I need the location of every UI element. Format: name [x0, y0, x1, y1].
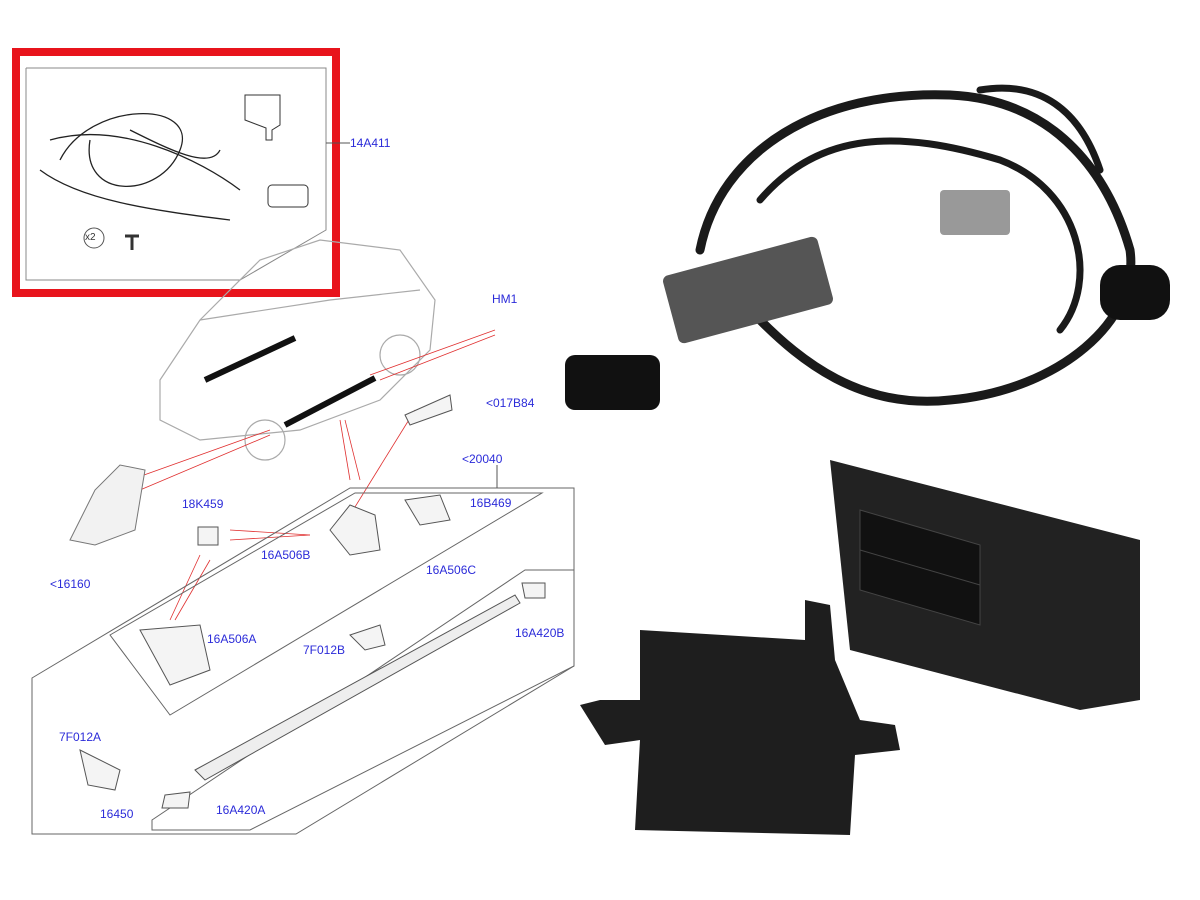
label-14a411: 14A411 [350, 136, 391, 150]
label-qty: x2 [85, 232, 96, 243]
harness-connector-side [1100, 265, 1170, 320]
sub-box-mechanism [109, 492, 544, 716]
side-step [283, 375, 377, 428]
label-017b84: <017B84 [486, 396, 535, 410]
switch-drawing [267, 184, 309, 208]
harness-connector-round [565, 355, 660, 410]
bracket-7f012b [349, 624, 386, 651]
endcap-16a420a [161, 791, 191, 809]
sub-box-step [151, 569, 575, 831]
label-20040: <20040 [462, 452, 503, 466]
label-7f012b: 7F012B [303, 643, 346, 657]
step-board [194, 594, 521, 781]
harness-connector-grey [940, 190, 1010, 235]
label-16450: 16450 [100, 807, 134, 821]
qty-circle [83, 227, 105, 249]
mounting-bracket-photo [580, 600, 900, 835]
motor-16b469 [404, 494, 451, 526]
label-16a420a: 16A420A [216, 803, 266, 817]
bush-18k459 [197, 526, 219, 546]
bracket-017b84 [404, 394, 453, 426]
label-16a506c: 16A506C [426, 563, 477, 577]
label-16160: <16160 [50, 577, 91, 591]
label-7f012a: 7F012A [59, 730, 102, 744]
harness-drawing [39, 113, 241, 221]
mudflap-16160 [69, 464, 146, 546]
bracket-drawing [244, 94, 281, 141]
label-16a506a: 16A506A [207, 632, 257, 646]
vehicle-drawing [159, 239, 436, 461]
switch-panel-photo [830, 460, 1140, 710]
harness-connector-large [663, 236, 833, 344]
bracket-16a506b [329, 504, 381, 556]
leader-lines [129, 329, 496, 621]
screw-drawing [125, 234, 139, 250]
kit-highlight-frame [12, 48, 340, 297]
roof-rail [203, 335, 297, 383]
wiring-harness-photo [695, 84, 1136, 406]
bracket-16a506a [139, 624, 211, 686]
kit-box [25, 67, 327, 281]
label-16b469: 16B469 [470, 496, 512, 510]
endcap-16a420b [521, 582, 546, 599]
label-16a506b: 16A506B [261, 548, 311, 562]
label-18k459: 18K459 [182, 497, 224, 511]
label-16a420b: 16A420B [515, 626, 565, 640]
cover-7f012a [79, 749, 121, 791]
label-hm1: HM1 [492, 292, 518, 306]
